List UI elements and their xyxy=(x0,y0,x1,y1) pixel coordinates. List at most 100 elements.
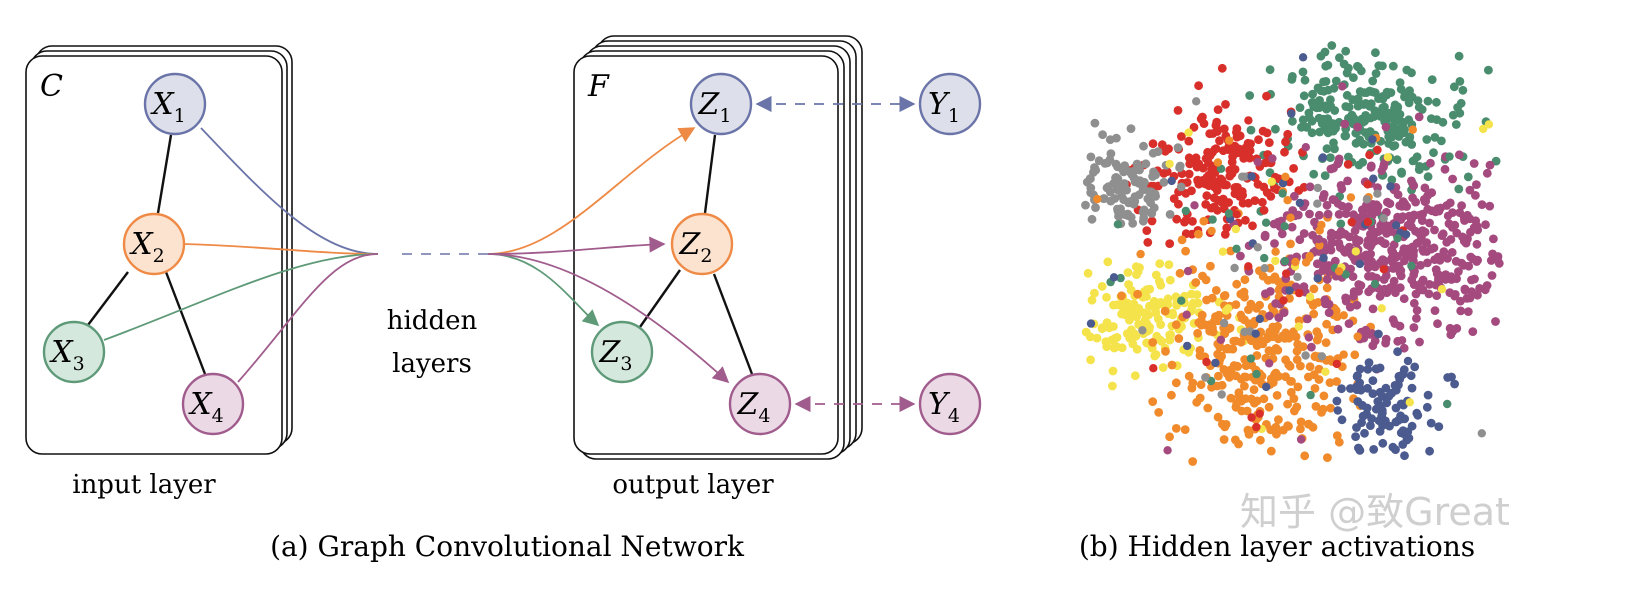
activation-point-cluster-1 xyxy=(1449,82,1459,92)
activation-point-cluster-6 xyxy=(1326,164,1336,174)
activation-point-cluster-6 xyxy=(1336,181,1346,190)
activation-point-cluster-1 xyxy=(1484,65,1493,75)
activation-point-cluster-5 xyxy=(1256,435,1265,445)
label-node-y1: Y1 xyxy=(918,72,982,136)
y1-base: Y xyxy=(928,87,951,122)
activation-point-cluster-2 xyxy=(1219,124,1229,134)
activation-point-cluster-1 xyxy=(1455,108,1465,118)
activation-point-cluster-7 xyxy=(1337,415,1347,425)
activation-point-mixed xyxy=(1184,128,1193,137)
activation-point-cluster-1 xyxy=(1320,171,1330,181)
activation-point-cluster-2 xyxy=(1202,191,1212,201)
activation-point-cluster-1 xyxy=(1432,115,1442,124)
activation-point-mixed xyxy=(1301,143,1311,152)
activation-point-cluster-2 xyxy=(1258,126,1268,136)
activation-point-mixed xyxy=(1201,373,1210,382)
activation-point-cluster-6 xyxy=(1432,291,1442,300)
activation-point-cluster-2 xyxy=(1148,139,1158,149)
svg-text:Y1: Y1 xyxy=(928,87,960,127)
activation-point-cluster-1 xyxy=(1397,169,1406,178)
activation-point-mixed xyxy=(1202,357,1211,367)
activation-point-cluster-6 xyxy=(1335,243,1345,253)
activation-point-mixed xyxy=(1305,292,1315,301)
activation-point-cluster-6 xyxy=(1277,229,1287,239)
activation-point-cluster-5 xyxy=(1240,275,1250,285)
activation-point-mixed xyxy=(1317,220,1326,230)
activation-point-mixed xyxy=(1397,336,1407,345)
activation-point-cluster-5 xyxy=(1270,274,1279,284)
activation-point-cluster-5 xyxy=(1332,312,1342,321)
activation-point-cluster-6 xyxy=(1485,201,1495,211)
activation-point-cluster-2 xyxy=(1233,183,1242,192)
activation-point-cluster-6 xyxy=(1341,209,1351,219)
activation-point-cluster-3 xyxy=(1148,148,1158,158)
activation-point-cluster-6 xyxy=(1345,302,1355,312)
activation-point-mixed xyxy=(1086,319,1096,328)
activation-point-cluster-3 xyxy=(1112,133,1121,143)
activation-point-mixed xyxy=(1379,265,1389,274)
activation-point-cluster-1 xyxy=(1361,128,1370,138)
activation-point-mixed xyxy=(1479,124,1488,134)
activation-point-cluster-2 xyxy=(1209,193,1219,203)
activation-point-mixed xyxy=(1381,122,1391,132)
activation-point-cluster-4 xyxy=(1122,298,1132,308)
z2-base: Z xyxy=(679,227,702,262)
z1-base: Z xyxy=(698,87,721,122)
activation-point-cluster-4 xyxy=(1126,285,1136,295)
activation-point-mixed xyxy=(1167,176,1176,186)
activation-point-mixed xyxy=(1109,273,1119,282)
activation-point-cluster-6 xyxy=(1336,227,1346,236)
input-node-x4: X4 xyxy=(181,372,245,436)
activation-point-cluster-1 xyxy=(1387,132,1397,142)
activation-point-cluster-4 xyxy=(1123,268,1133,277)
activation-point-cluster-6 xyxy=(1322,275,1332,284)
activation-point-mixed xyxy=(1177,296,1186,305)
activation-point-mixed xyxy=(1213,158,1223,167)
activation-point-cluster-1 xyxy=(1300,75,1310,85)
activation-point-cluster-2 xyxy=(1219,179,1229,189)
y4-sub: 4 xyxy=(948,405,960,427)
activation-point-cluster-6 xyxy=(1351,234,1361,244)
activation-point-mixed xyxy=(1286,213,1295,222)
activation-point-cluster-2 xyxy=(1165,239,1175,249)
activation-point-mixed xyxy=(1278,179,1288,188)
activation-point-cluster-4 xyxy=(1101,337,1111,346)
activation-point-cluster-1 xyxy=(1327,41,1337,50)
activation-point-cluster-5 xyxy=(1207,293,1217,303)
activation-point-mixed xyxy=(1484,120,1494,129)
activation-point-cluster-6 xyxy=(1409,298,1419,308)
activation-point-cluster-1 xyxy=(1407,92,1417,102)
activation-point-cluster-6 xyxy=(1323,209,1333,219)
activation-point-mixed xyxy=(1207,172,1216,181)
activation-point-cluster-5 xyxy=(1171,378,1181,388)
activation-point-cluster-5 xyxy=(1300,451,1310,461)
activation-point-cluster-4 xyxy=(1109,322,1118,331)
activation-point-cluster-4 xyxy=(1142,285,1152,294)
activation-point-cluster-5 xyxy=(1296,361,1305,371)
activation-point-mixed xyxy=(1251,329,1260,338)
activation-point-cluster-3 xyxy=(1086,183,1096,193)
activation-point-cluster-4 xyxy=(1092,333,1102,343)
activation-point-cluster-7 xyxy=(1375,427,1385,436)
activation-point-cluster-1 xyxy=(1423,96,1433,106)
activation-point-cluster-2 xyxy=(1215,136,1224,146)
watermark: 知乎 @致Great xyxy=(1240,490,1510,534)
activation-point-mixed xyxy=(1240,327,1249,337)
activation-point-cluster-1 xyxy=(1307,128,1317,138)
activation-point-cluster-5 xyxy=(1332,431,1342,440)
activation-point-mixed xyxy=(1313,274,1322,283)
activation-point-mixed xyxy=(1271,247,1280,256)
activation-point-cluster-6 xyxy=(1487,271,1497,280)
activation-point-cluster-1 xyxy=(1361,111,1370,120)
activation-point-mixed xyxy=(1252,422,1261,432)
activation-point-mixed xyxy=(1253,157,1263,167)
activation-point-cluster-6 xyxy=(1408,249,1418,259)
activation-point-cluster-6 xyxy=(1425,218,1434,228)
activation-point-cluster-1 xyxy=(1331,76,1341,86)
activation-point-cluster-2 xyxy=(1254,135,1263,145)
activation-point-cluster-1 xyxy=(1342,90,1352,100)
activation-point-cluster-1 xyxy=(1387,175,1397,185)
activation-point-cluster-7 xyxy=(1450,379,1459,389)
activation-point-mixed xyxy=(1267,177,1277,186)
activation-point-cluster-6 xyxy=(1398,212,1408,222)
